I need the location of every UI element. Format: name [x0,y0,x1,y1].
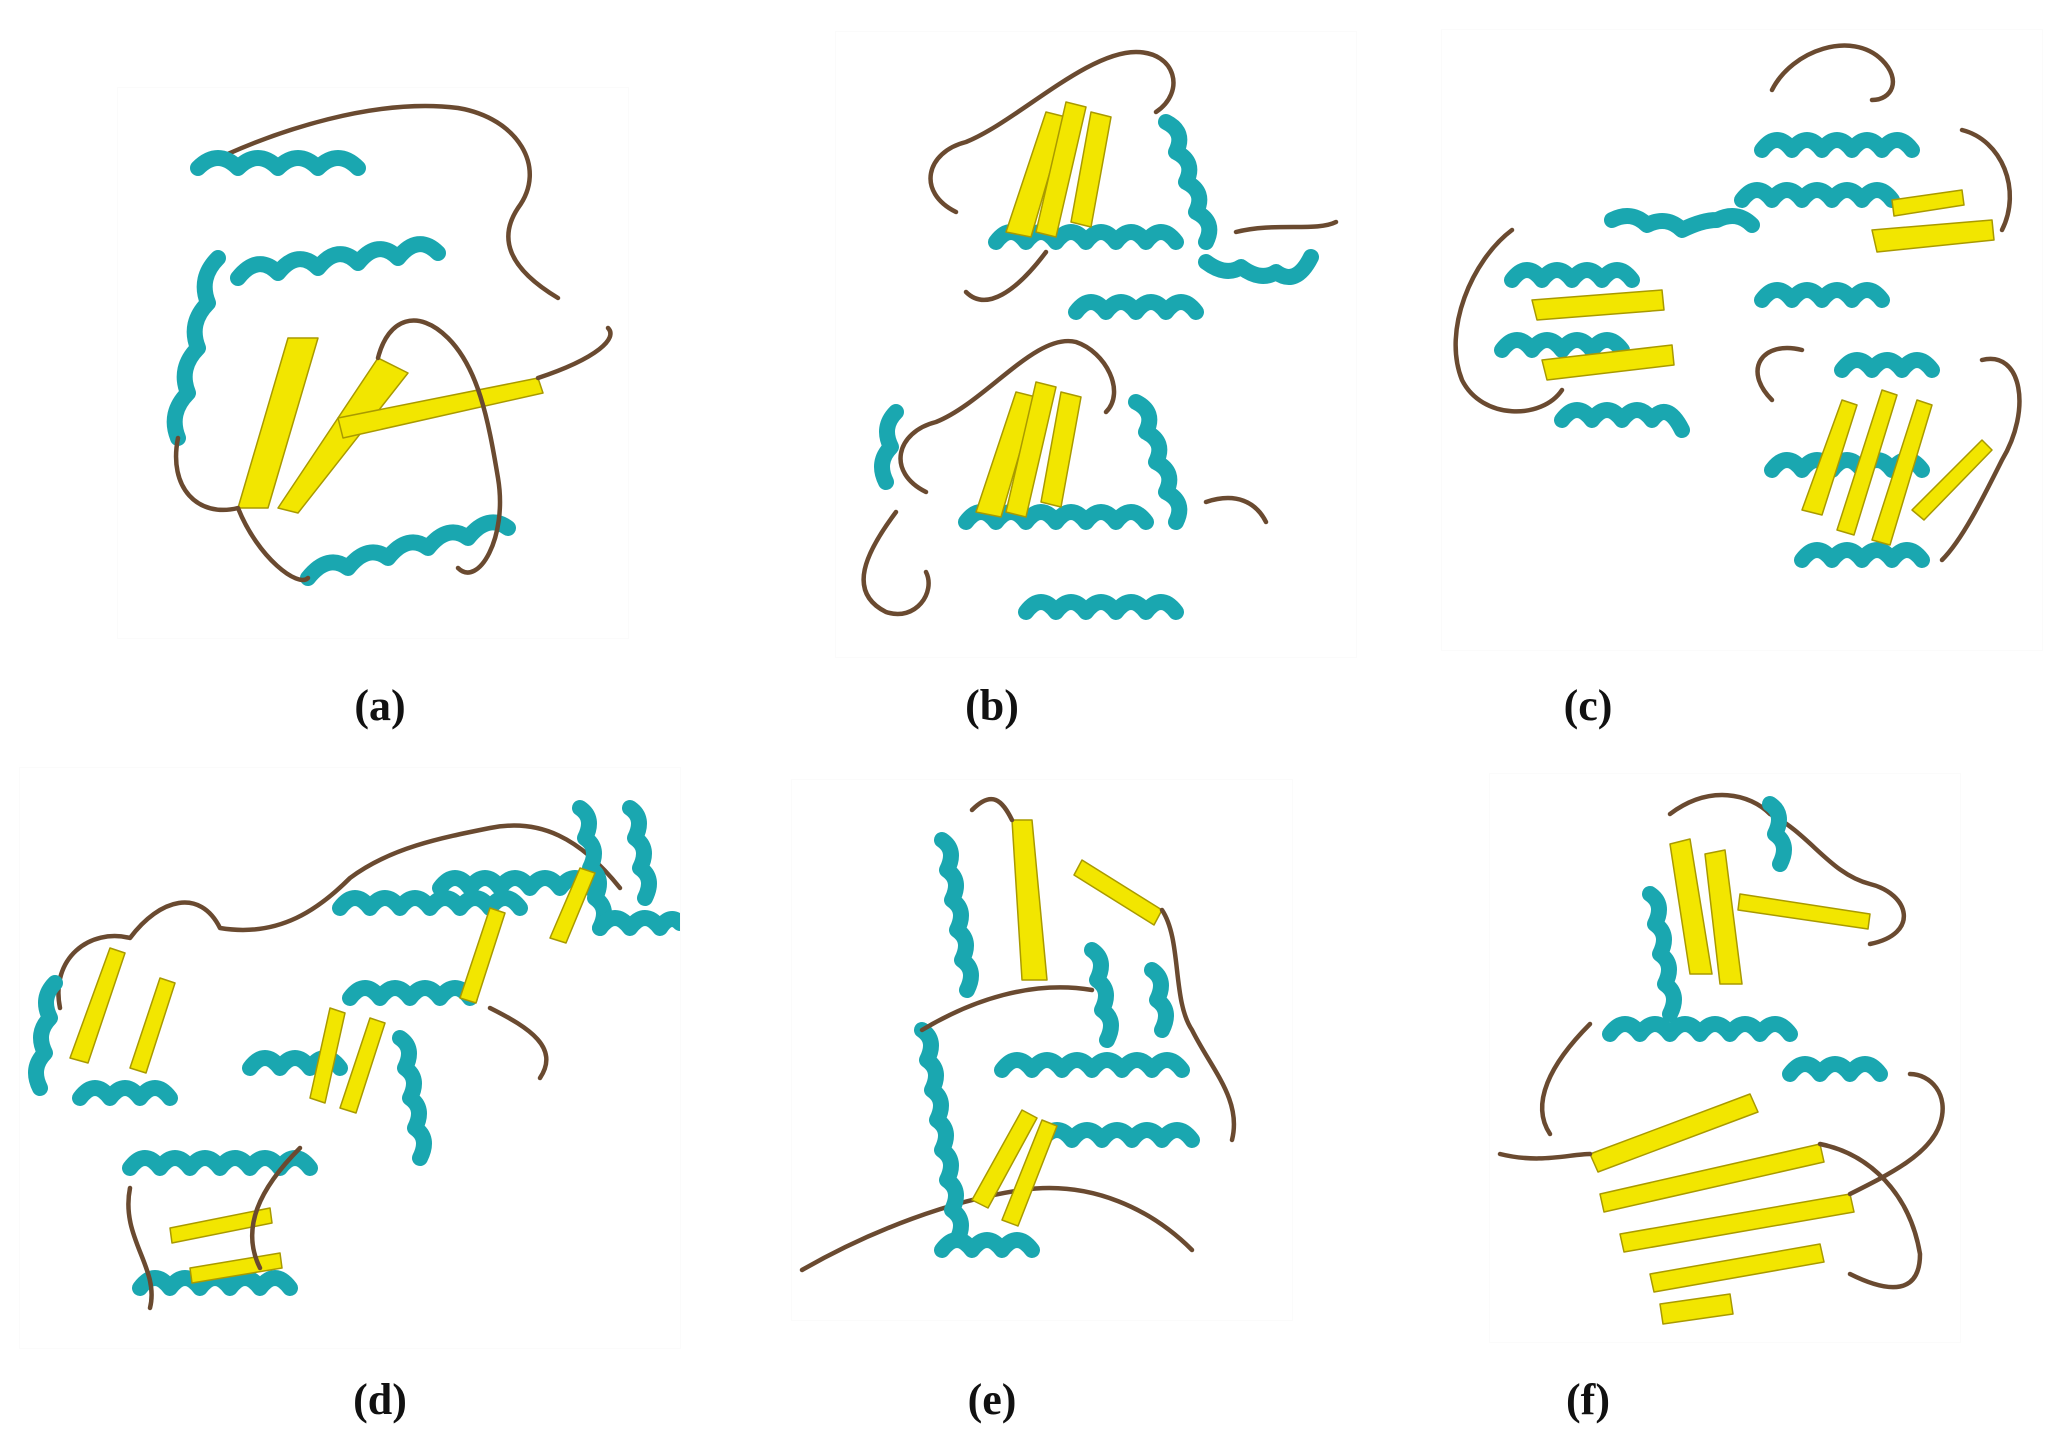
protein-structure-b [836,32,1356,657]
protein-structure-e [792,780,1292,1320]
protein-structure-d [20,768,680,1348]
protein-structure-f [1490,774,1960,1342]
protein-structure-a [118,88,628,638]
ribbon-model-a [166,103,613,586]
panel-label-b: (b) [965,681,1019,730]
panel-label-e: (e) [967,1375,1017,1424]
panel-label-d: (d) [353,1375,407,1424]
panel-label-a: (a) [354,681,406,730]
ribbon-model-d [28,800,680,1311]
protein-structure-c [1442,30,2042,650]
panel-label-f: (f) [1566,1375,1610,1424]
panel-label-c: (c) [1563,681,1613,730]
ribbon-model-c [1453,43,2022,568]
ribbon-model-f [1497,792,1945,1325]
ribbon-model-e [799,797,1237,1273]
ribbon-model-b [861,49,1339,620]
